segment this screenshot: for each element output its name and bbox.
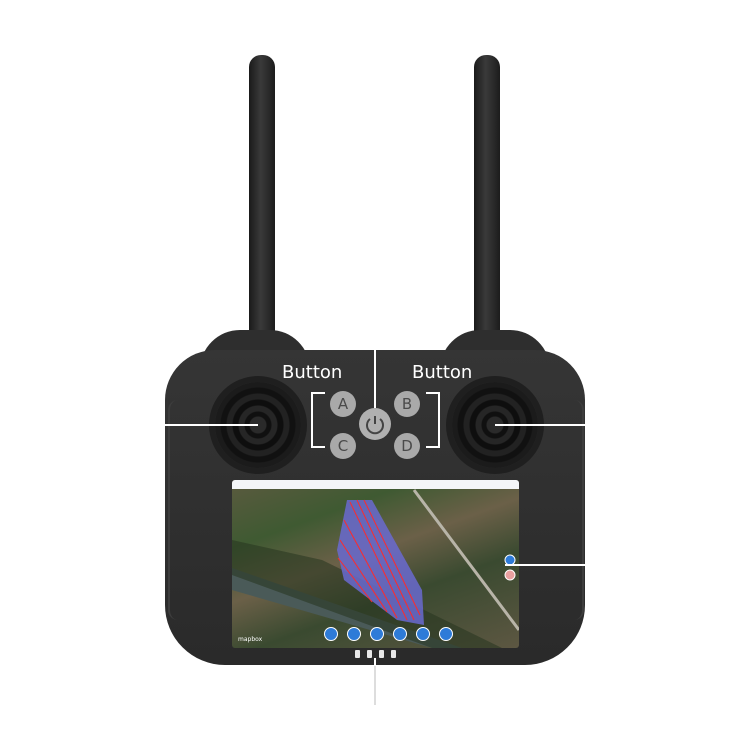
power-button[interactable] <box>359 408 391 440</box>
road <box>412 489 519 631</box>
touch-screen[interactable]: mapbox <box>232 480 519 648</box>
button-b[interactable]: B <box>394 391 420 417</box>
left-button-label: Button <box>282 362 343 383</box>
left-bracket <box>311 392 325 448</box>
callout-line-right-stick <box>495 424 605 426</box>
status-led <box>379 650 384 658</box>
location-icon <box>504 569 516 581</box>
toolbar-tool-icon[interactable] <box>416 627 430 641</box>
right-antenna <box>474 55 500 345</box>
callout-line-power <box>374 322 376 408</box>
callout-line-leds-inner <box>374 658 376 666</box>
map-attribution: mapbox <box>238 636 263 643</box>
right-bracket <box>426 392 440 448</box>
button-a[interactable]: A <box>330 391 356 417</box>
status-led <box>355 650 360 658</box>
left-grip <box>168 400 190 620</box>
status-led <box>367 650 372 658</box>
toolbar-tool-icon[interactable] <box>324 627 338 641</box>
right-grip <box>562 400 584 620</box>
callout-line-screen <box>505 564 605 566</box>
status-led <box>391 650 396 658</box>
button-d[interactable]: D <box>394 433 420 459</box>
route-lines <box>337 499 421 621</box>
bottom-toolbar <box>324 627 453 641</box>
left-antenna <box>249 55 275 345</box>
survey-field <box>337 500 424 625</box>
button-c[interactable]: C <box>330 433 356 459</box>
toolbar-tool-icon[interactable] <box>393 627 407 641</box>
power-icon <box>366 416 384 435</box>
toolbar-tool-icon[interactable] <box>347 627 361 641</box>
status-bar <box>232 480 519 489</box>
callout-line-left-stick <box>150 424 258 426</box>
callout-line-leds <box>374 665 376 705</box>
map-view[interactable] <box>232 480 519 648</box>
toolbar-tool-icon[interactable] <box>439 627 453 641</box>
toolbar-tool-icon[interactable] <box>370 627 384 641</box>
right-button-label: Button <box>412 362 473 383</box>
